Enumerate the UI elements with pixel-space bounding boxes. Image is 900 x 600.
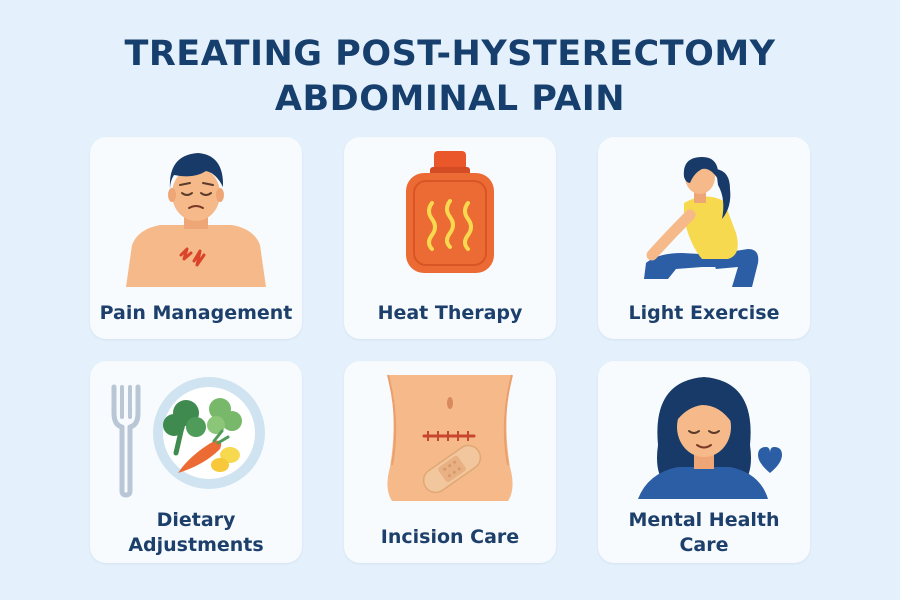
- card-heat-therapy: Heat Therapy: [344, 137, 556, 339]
- card-label: Pain Management: [99, 302, 293, 324]
- card-pain-management: Pain Management: [90, 137, 302, 339]
- card-label: Incision Care: [380, 526, 520, 548]
- card-incision-care: Incision Care: [344, 361, 556, 563]
- stretching-woman-icon: [644, 157, 759, 287]
- abdomen-bandage-icon: [387, 374, 513, 501]
- infographic-title: TREATING POST-HYSTERECTOMY ABDOMINAL PAI…: [0, 32, 900, 122]
- plate-fork-vegetables-icon: [111, 377, 265, 498]
- title-line-1: TREATING POST-HYSTERECTOMY: [124, 34, 776, 74]
- card-label-line-2: Care: [679, 534, 729, 556]
- card-dietary-adjustments: Dietary Adjustments: [90, 361, 302, 563]
- card-label: Light Exercise: [628, 302, 780, 324]
- card-label-line-2: Adjustments: [128, 534, 264, 556]
- card-label: Heat Therapy: [377, 302, 523, 324]
- card-mental-health-care: Mental Health Care: [598, 361, 810, 563]
- patient-pain-icon: [126, 153, 266, 287]
- card-light-exercise: Light Exercise: [598, 137, 810, 339]
- hot-water-bottle-icon: [406, 151, 494, 273]
- title-line-2: ABDOMINAL PAIN: [274, 79, 626, 119]
- card-label-line-1: Mental Health: [628, 509, 780, 531]
- card-label-line-1: Dietary: [156, 509, 236, 531]
- card-label: Mental Health Care: [598, 508, 810, 558]
- card-label: Dietary Adjustments: [90, 508, 302, 558]
- calm-woman-heart-icon: [638, 377, 782, 499]
